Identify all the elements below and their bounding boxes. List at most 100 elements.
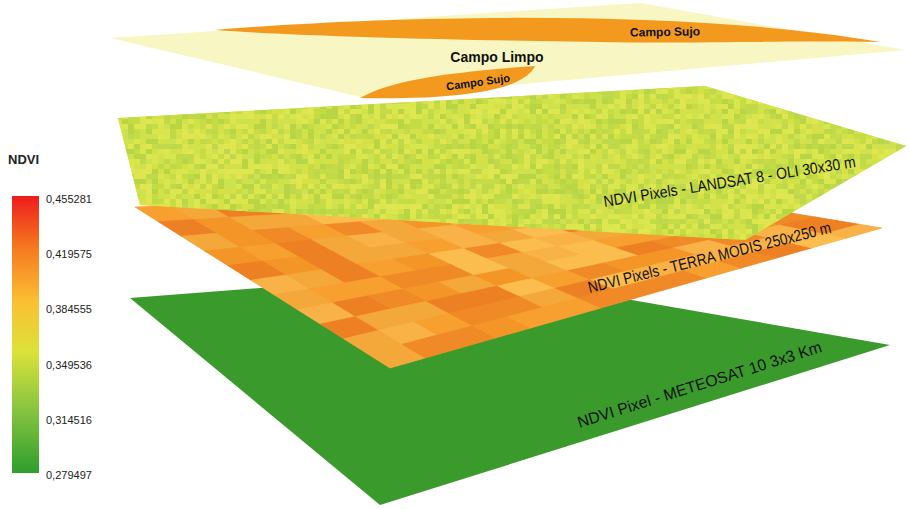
- ndvi-pixel: [536, 94, 542, 99]
- ndvi-pixel: [188, 119, 194, 124]
- ndvi-pixel: [530, 109, 536, 114]
- ndvi-pixel: [572, 104, 578, 109]
- ndvi-pixel: [686, 99, 692, 104]
- ndvi-pixel: [698, 144, 704, 149]
- ndvi-pixel: [776, 109, 782, 114]
- ndvi-pixel: [170, 89, 176, 94]
- ndvi-pixel: [788, 154, 794, 159]
- ndvi-pixel: [164, 119, 170, 124]
- ndvi-pixel: [530, 99, 536, 104]
- ndvi-pixel: [902, 99, 908, 104]
- ndvi-pixel: [512, 154, 518, 159]
- ndvi-pixel: [548, 89, 554, 94]
- ndvi-pixel: [164, 144, 170, 149]
- ndvi-pixel: [398, 109, 404, 114]
- ndvi-pixel: [476, 114, 482, 119]
- ndvi-pixel: [626, 99, 632, 104]
- ndvi-pixel: [596, 129, 602, 134]
- ndvi-pixel: [218, 134, 224, 139]
- ndvi-pixel: [416, 119, 422, 124]
- ndvi-pixel: [272, 84, 278, 89]
- ndvi-pixel: [308, 124, 314, 129]
- ndvi-pixel: [770, 89, 776, 94]
- ndvi-pixel: [218, 114, 224, 119]
- ndvi-pixel: [266, 144, 272, 149]
- ndvi-pixel: [182, 104, 188, 109]
- ndvi-pixel: [704, 119, 710, 124]
- ndvi-pixel: [128, 139, 134, 144]
- ndvi-pixel: [818, 124, 824, 129]
- ndvi-pixel: [536, 84, 542, 89]
- ndvi-pixel: [482, 154, 488, 159]
- ndvi-pixel: [350, 114, 356, 119]
- ndvi-pixel: [584, 84, 590, 89]
- ndvi-pixel: [638, 104, 644, 109]
- ndvi-pixel: [410, 144, 416, 149]
- ndvi-pixel: [464, 129, 470, 134]
- ndvi-pixel: [458, 139, 464, 144]
- ndvi-pixel: [446, 84, 452, 89]
- ndvi-pixel: [494, 109, 500, 114]
- ndvi-pixel: [512, 124, 518, 129]
- ndvi-pixel: [242, 134, 248, 139]
- ndvi-pixel: [506, 149, 512, 154]
- ndvi-pixel: [254, 119, 260, 124]
- ndvi-pixel: [578, 134, 584, 139]
- ndvi-pixel: [878, 84, 884, 89]
- ndvi-pixel: [272, 129, 278, 134]
- ndvi-pixel: [224, 134, 230, 139]
- ndvi-pixel: [356, 119, 362, 124]
- ndvi-pixel: [884, 94, 890, 99]
- ndvi-pixel: [506, 154, 512, 159]
- ndvi-pixel: [512, 144, 518, 149]
- ndvi-pixel: [830, 84, 836, 89]
- ndvi-pixel: [878, 134, 884, 139]
- ndvi-pixel: [476, 124, 482, 129]
- ndvi-pixel: [368, 99, 374, 104]
- ndvi-pixel: [836, 124, 842, 129]
- ndvi-pixel: [146, 109, 152, 114]
- ndvi-pixel: [686, 104, 692, 109]
- ndvi-pixel: [404, 84, 410, 89]
- ndvi-pixel: [398, 104, 404, 109]
- ndvi-pixel: [668, 104, 674, 109]
- ndvi-pixel: [776, 84, 782, 89]
- ndvi-pixel: [338, 99, 344, 104]
- ndvi-pixel: [152, 89, 158, 94]
- ndvi-pixel: [596, 109, 602, 114]
- ndvi-pixel: [248, 154, 254, 159]
- ndvi-pixel: [476, 109, 482, 114]
- ndvi-pixel: [800, 109, 806, 114]
- ndvi-pixel: [464, 154, 470, 159]
- ndvi-pixel: [788, 114, 794, 119]
- ndvi-pixel: [368, 109, 374, 114]
- ndvi-pixel: [284, 109, 290, 114]
- ndvi-pixel: [824, 149, 830, 154]
- ndvi-pixel: [740, 154, 746, 159]
- ndvi-pixel: [374, 114, 380, 119]
- ndvi-pixel: [428, 89, 434, 94]
- ndvi-pixel: [800, 114, 806, 119]
- ndvi-pixel: [836, 144, 842, 149]
- ndvi-pixel: [860, 139, 866, 144]
- ndvi-pixel: [140, 124, 146, 129]
- ndvi-pixel: [878, 99, 884, 104]
- ndvi-pixel: [506, 119, 512, 124]
- ndvi-pixel: [428, 154, 434, 159]
- ndvi-pixel: [650, 89, 656, 94]
- ndvi-pixel: [452, 139, 458, 144]
- ndvi-pixel: [518, 139, 524, 144]
- ndvi-pixel: [368, 104, 374, 109]
- ndvi-pixel: [830, 139, 836, 144]
- ndvi-pixel: [824, 84, 830, 89]
- ndvi-pixel: [302, 129, 308, 134]
- ndvi-pixel: [662, 144, 668, 149]
- ndvi-pixel: [158, 109, 164, 114]
- ndvi-pixel: [650, 109, 656, 114]
- ndvi-pixel: [494, 149, 500, 154]
- ndvi-pixel: [344, 134, 350, 139]
- ndvi-pixel: [560, 84, 566, 89]
- ndvi-pixel: [626, 144, 632, 149]
- ndvi-pixel: [686, 109, 692, 114]
- ndvi-pixel: [224, 154, 230, 159]
